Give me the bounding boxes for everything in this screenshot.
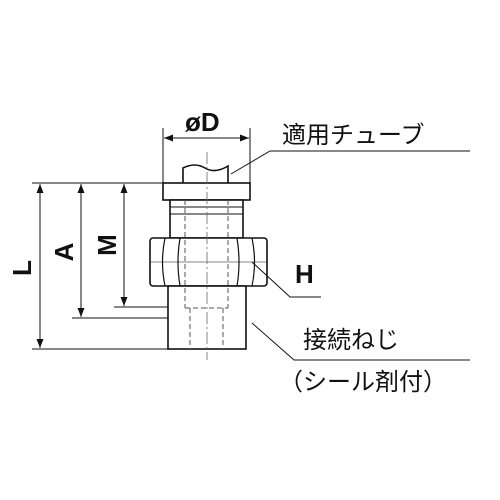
od-dimension	[162, 128, 251, 183]
fitting-body	[149, 164, 268, 350]
h-leader	[251, 261, 321, 298]
neck-rings	[170, 206, 243, 215]
tube-label: 適用チューブ	[282, 121, 425, 149]
hex-facets	[150, 237, 267, 287]
neck	[169, 199, 244, 239]
thread-leader	[251, 322, 470, 361]
m-dimension	[114, 184, 168, 308]
l-dimension	[32, 182, 168, 350]
top-cap	[162, 182, 251, 201]
l-label: L	[7, 260, 37, 276]
a-dimension	[72, 184, 168, 319]
seal-label: （シール剤付）	[279, 368, 447, 396]
h-label: H	[295, 259, 314, 289]
od-label: øD	[185, 107, 220, 137]
thread-label: 接続ねじ	[303, 326, 399, 354]
a-label: A	[49, 242, 79, 261]
tube-stub	[182, 164, 229, 183]
m-label: M	[92, 234, 122, 256]
hidden-lines	[184, 200, 229, 349]
tube-leader	[230, 150, 470, 175]
